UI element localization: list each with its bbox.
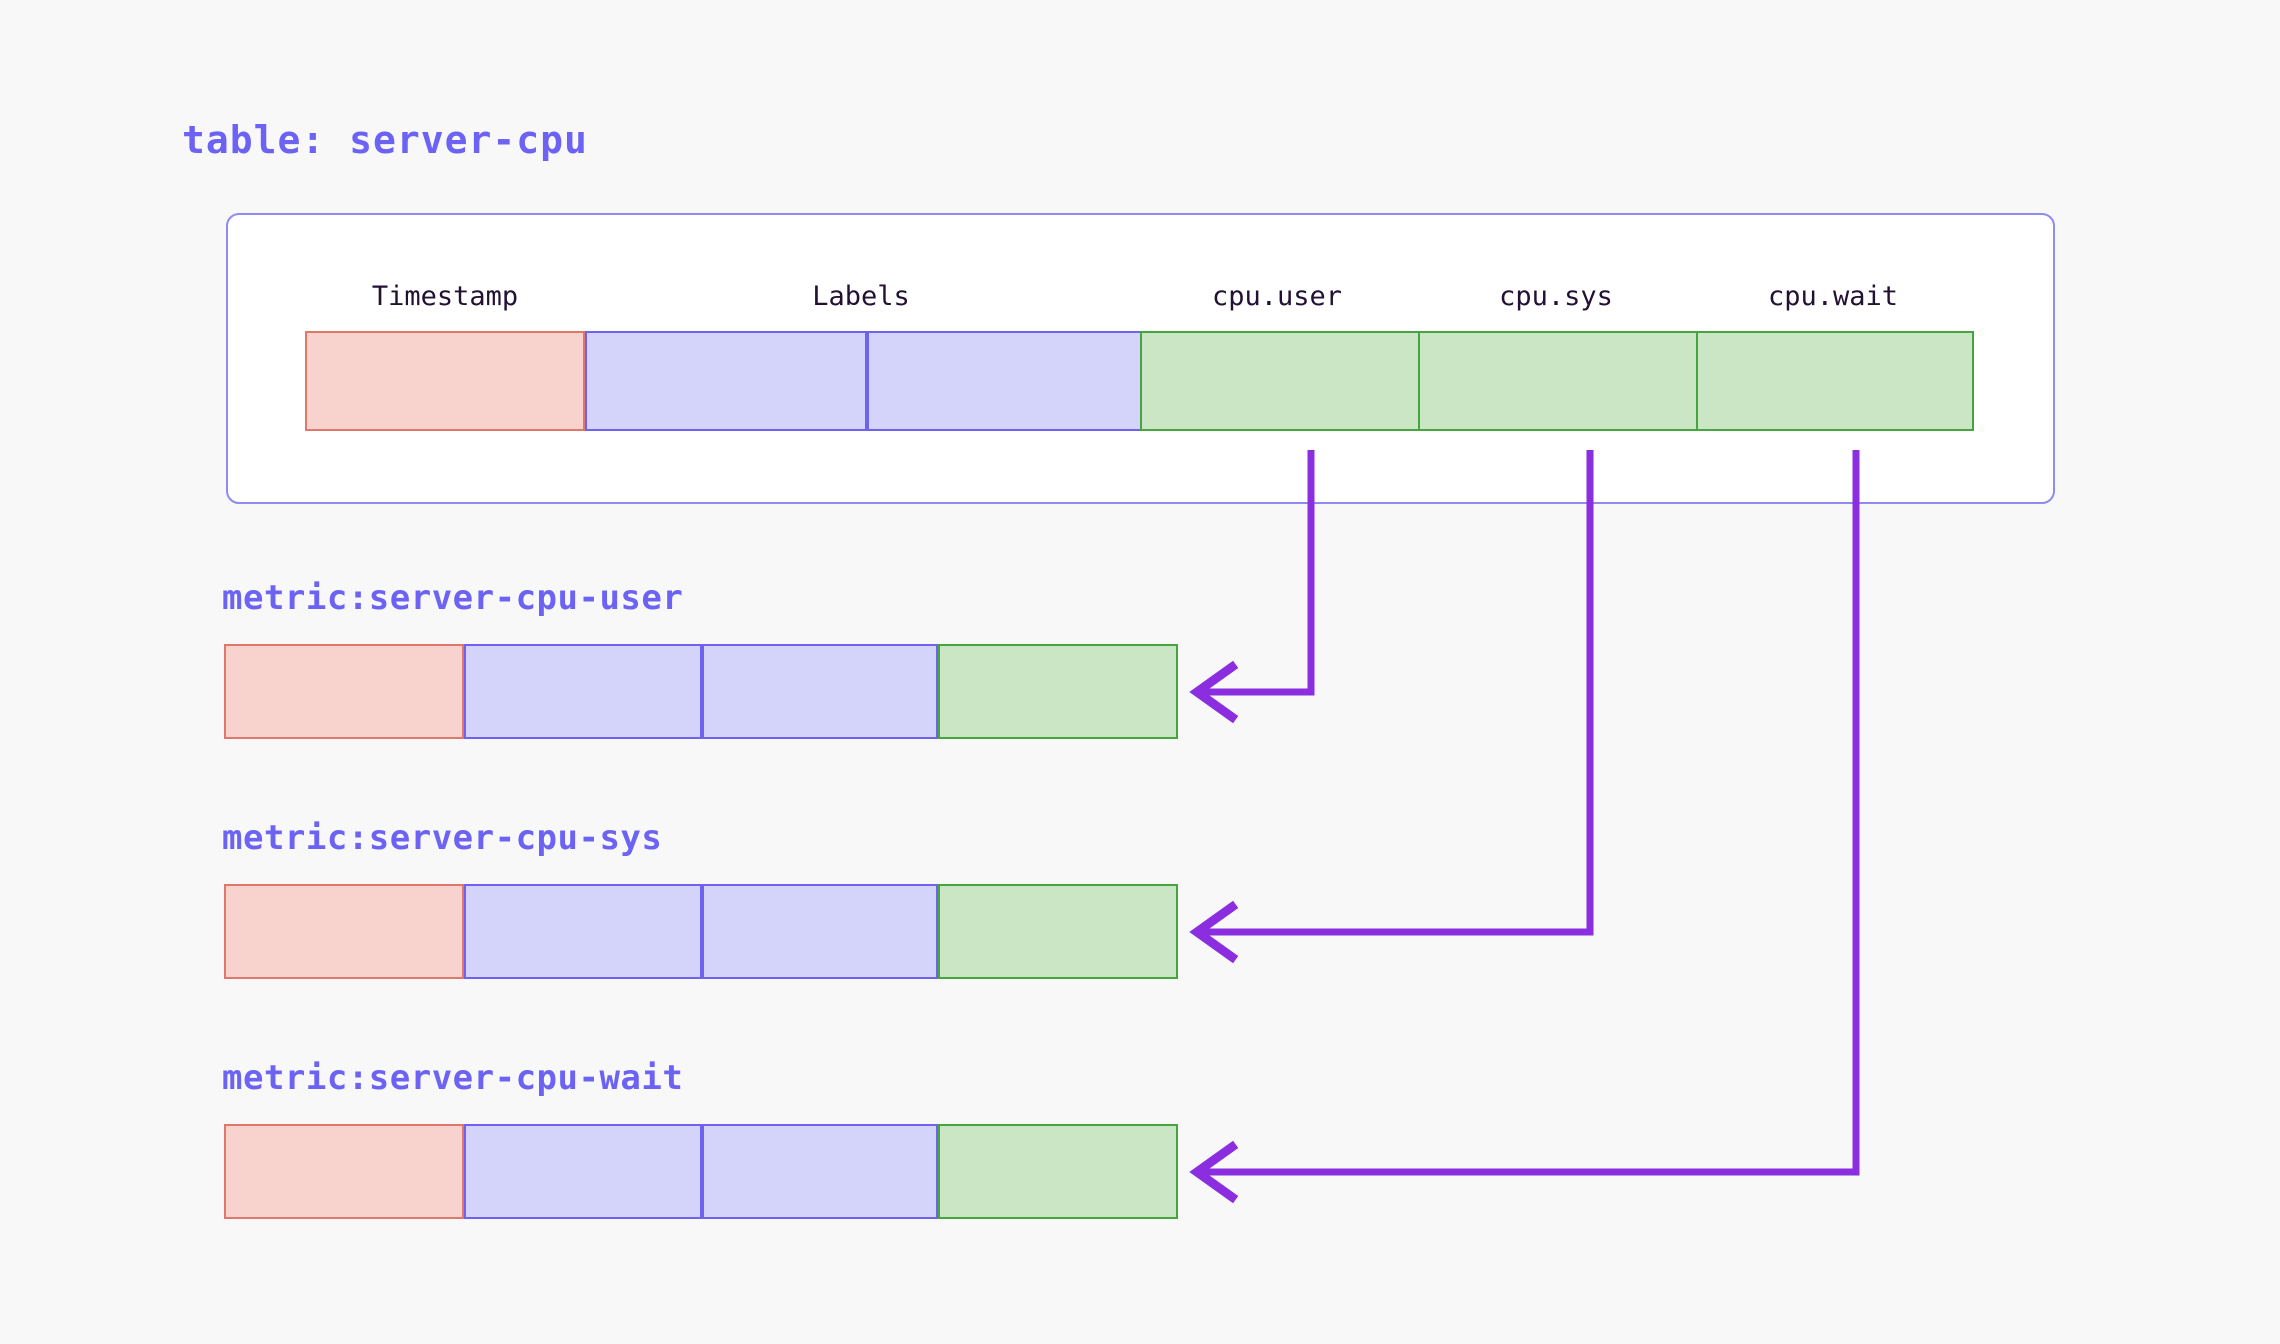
cpu-user-arrow-head	[1189, 660, 1239, 724]
table-cell-labels-2	[867, 331, 1144, 431]
metric-wait-cell-value	[938, 1124, 1178, 1219]
metric-wait-cell-labels-2	[702, 1124, 938, 1219]
metric-title-server-cpu-wait: metric:server-cpu-wait	[222, 1058, 684, 1098]
column-header-cpu-wait: cpu.wait	[1767, 281, 1899, 312]
column-header-labels: Labels	[812, 281, 910, 312]
cpu-wait-arrow-head	[1189, 1140, 1239, 1204]
metric-title-server-cpu-sys: metric:server-cpu-sys	[222, 818, 663, 858]
metric-sys-cell-labels-2	[702, 884, 938, 979]
table-cell-cpu-sys	[1418, 331, 1698, 431]
table-cell-cpu-wait	[1696, 331, 1974, 431]
metric-user-cell-value	[938, 644, 1178, 739]
column-header-cpu-sys: cpu.sys	[1499, 281, 1613, 312]
metric-wait-cell-timestamp	[224, 1124, 464, 1219]
metric-sys-cell-timestamp	[224, 884, 464, 979]
cpu-sys-arrow-head	[1189, 900, 1239, 964]
cpu-sys-arrow-line	[1204, 450, 1594, 936]
table-cell-timestamp	[305, 331, 585, 431]
table-cell-labels-1	[585, 331, 867, 431]
metric-user-cell-labels-2	[702, 644, 938, 739]
metric-user-cell-timestamp	[224, 644, 464, 739]
metric-sys-cell-labels-1	[464, 884, 702, 979]
column-header-cpu-user: cpu.user	[1211, 281, 1343, 312]
metric-sys-cell-value	[938, 884, 1178, 979]
table-title: table: server-cpu	[182, 118, 588, 162]
table-cell-cpu-user	[1140, 331, 1420, 431]
metric-title-server-cpu-user: metric:server-cpu-user	[222, 578, 684, 618]
metric-user-cell-labels-1	[464, 644, 702, 739]
column-header-timestamp: Timestamp	[371, 281, 519, 312]
metric-wait-cell-labels-1	[464, 1124, 702, 1219]
cpu-wait-arrow-line	[1204, 450, 1860, 1176]
